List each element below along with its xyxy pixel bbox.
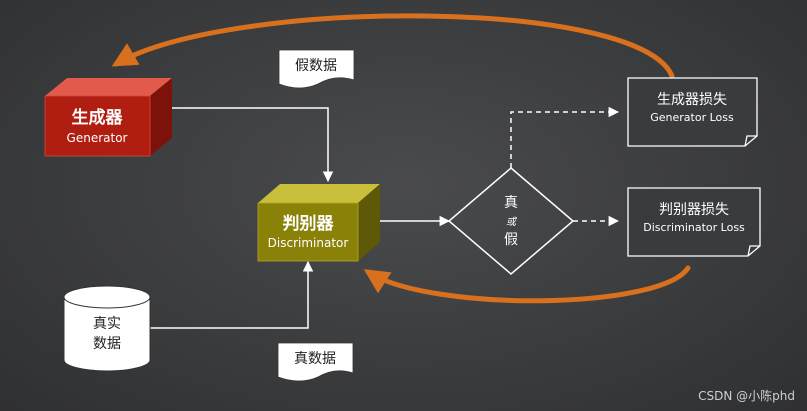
watermark: CSDN @小陈phd xyxy=(698,388,795,403)
discriminator-box: 判别器 Discriminator xyxy=(257,184,380,262)
discriminator-loss-subtitle: Discriminator Loss xyxy=(643,221,745,234)
database-to-discriminator-line xyxy=(150,260,314,329)
discriminator-loss-title: 判别器损失 xyxy=(659,202,729,218)
generator-loss-subtitle: Generator Loss xyxy=(650,111,734,124)
fake-data-document: 假数据 xyxy=(278,49,355,89)
generator-subtitle: Generator xyxy=(67,131,128,145)
decision-top-label: 真 xyxy=(504,195,518,211)
fake-data-label: 假数据 xyxy=(295,58,337,74)
generator-box: 生成器 Generator xyxy=(44,78,172,157)
discriminator-subtitle: Discriminator xyxy=(268,236,349,250)
decision-middle-label: 或 xyxy=(506,216,518,228)
generator-to-discriminator-line xyxy=(172,107,334,183)
real-data-doc-label: 真数据 xyxy=(294,351,336,367)
discriminator-title: 判别器 xyxy=(283,214,335,234)
real-data-db-line1: 真实 xyxy=(93,316,121,332)
real-or-fake-decision: 真 或 假 xyxy=(447,167,575,275)
generator-title: 生成器 xyxy=(72,107,124,128)
discriminator-loss-document: 判别器损失 Discriminator Loss xyxy=(627,187,761,257)
decision-bottom-label: 假 xyxy=(504,232,518,248)
top-feedback-arc xyxy=(111,13,675,79)
generator-loss-title: 生成器损失 xyxy=(657,92,727,108)
real-data-database: 真实 数据 xyxy=(63,285,151,372)
real-data-document: 真数据 xyxy=(277,342,354,382)
decision-to-generator-loss-line xyxy=(510,106,620,168)
generator-loss-document: 生成器损失 Generator Loss xyxy=(627,77,758,147)
bottom-feedback-arc xyxy=(363,265,691,304)
real-data-db-line2: 数据 xyxy=(93,336,121,352)
